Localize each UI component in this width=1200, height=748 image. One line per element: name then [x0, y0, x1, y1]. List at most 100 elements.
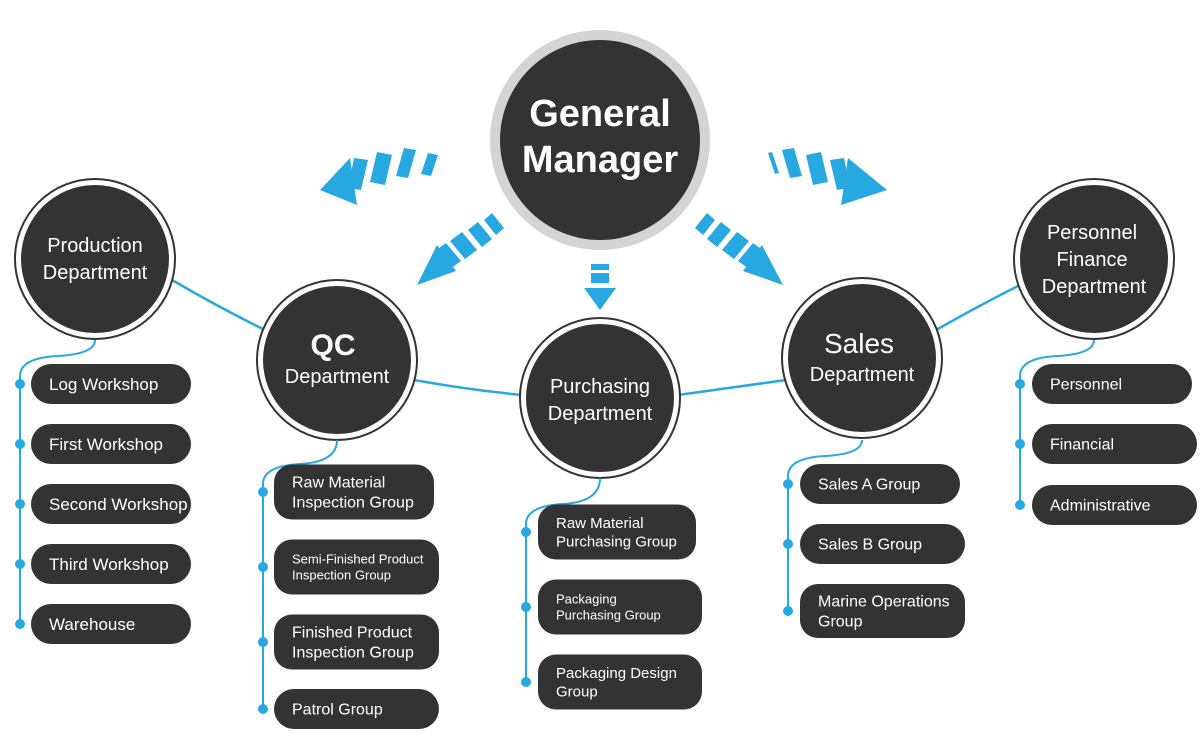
list-bullet: [783, 479, 793, 489]
group-pill: [274, 689, 439, 729]
group-label: Purchasing Group: [556, 608, 661, 623]
group-pill: [274, 614, 439, 670]
group-label: Warehouse: [49, 615, 135, 634]
personnel-group-item[interactable]: Personnel: [1015, 364, 1192, 404]
list-bullet: [15, 559, 25, 569]
list-bullet: [783, 606, 793, 616]
group-label: Log Workshop: [49, 375, 158, 394]
list-bullet: [521, 602, 531, 612]
group-label: Semi-Finished Product: [292, 551, 424, 566]
department-connectors: [171, 278, 1021, 397]
group-label: Group: [556, 684, 598, 701]
group-label: Inspection Group: [292, 568, 391, 583]
group-label: Packaging Design: [556, 665, 677, 682]
group-label: Purchasing Group: [556, 534, 677, 551]
group-pill: [274, 539, 439, 595]
list-bullet: [258, 704, 268, 714]
arrow-to-production: [320, 148, 438, 205]
qc-group-item[interactable]: Patrol Group: [258, 689, 439, 729]
purchasing-department-title-line1: Purchasing: [550, 376, 650, 398]
qc-list-connector: [262, 439, 338, 485]
list-bullet: [15, 379, 25, 389]
arrow-to-personnel: [768, 148, 887, 205]
sales-department-title-line1: Sales: [824, 328, 894, 359]
sales-group-item[interactable]: Sales A Group: [783, 464, 960, 504]
sales-department-node[interactable]: Sales Department: [781, 277, 943, 439]
general-manager-title-line1: General: [529, 93, 671, 135]
group-label: Sales A Group: [818, 477, 920, 494]
production-group-item[interactable]: First Workshop: [15, 424, 191, 464]
list-bullet: [258, 562, 268, 572]
purchasing-department-node[interactable]: Purchasing Department: [519, 317, 681, 479]
personnel-department-title-line1: Personnel: [1047, 222, 1137, 244]
list-bullet: [15, 439, 25, 449]
arrow-to-sales: [695, 213, 783, 285]
personnel-group-item[interactable]: Financial: [1015, 424, 1197, 464]
group-label: Second Workshop: [49, 495, 188, 514]
production-group-item[interactable]: Second Workshop: [15, 484, 191, 524]
list-bullet: [258, 487, 268, 497]
arrow-to-qc: [417, 213, 504, 285]
sales-department-title-line2: Department: [810, 364, 915, 386]
group-label: Inspection Group: [292, 645, 414, 662]
group-pill: [31, 424, 191, 464]
group-label: Raw Material: [556, 515, 644, 532]
group-label: Sales B Group: [818, 537, 922, 554]
group-label: Marine Operations: [818, 594, 950, 611]
list-bullet: [1015, 439, 1025, 449]
production-group-item[interactable]: Log Workshop: [15, 364, 191, 404]
general-manager-title-line2: Manager: [522, 139, 678, 181]
general-manager-node[interactable]: General Manager: [490, 30, 710, 250]
sales-list-connector: [787, 439, 863, 477]
list-bullet: [15, 499, 25, 509]
arrow-to-purchasing: [584, 264, 616, 310]
production-group-item[interactable]: Warehouse: [15, 604, 191, 644]
production-list-connector: [19, 339, 96, 377]
list-bullet: [521, 527, 531, 537]
personnel-group-item[interactable]: Administrative: [1015, 485, 1197, 525]
list-bullet: [1015, 500, 1025, 510]
group-pill: [800, 584, 965, 638]
connector-qc-purchasing: [413, 378, 523, 397]
purchasing-department-title-line2: Department: [548, 403, 653, 425]
personnel-department-title-line2: Finance: [1056, 249, 1127, 271]
group-label: Inspection Group: [292, 495, 414, 512]
group-label: Group: [818, 614, 863, 631]
connector-production-qc: [171, 278, 266, 332]
group-pill: [1032, 364, 1192, 404]
group-label: Administrative: [1050, 498, 1151, 515]
group-pill: [800, 464, 960, 504]
sales-group-item[interactable]: Sales B Group: [783, 524, 965, 564]
group-pill: [538, 579, 702, 635]
group-label: Packaging: [556, 591, 617, 606]
list-bullet: [521, 677, 531, 687]
production-department-node[interactable]: Production Department: [14, 178, 176, 340]
group-label: Third Workshop: [49, 555, 169, 574]
group-label: Finished Product: [292, 625, 413, 642]
group-label: Raw Material: [292, 475, 385, 492]
purchasing-list-connector: [525, 477, 601, 525]
production-group-item[interactable]: Third Workshop: [15, 544, 191, 584]
list-bullet: [258, 637, 268, 647]
personnel-finance-department-node[interactable]: Personnel Finance Department: [1013, 178, 1175, 340]
list-bullet: [1015, 379, 1025, 389]
group-label: Patrol Group: [292, 702, 383, 719]
personnel-department-title-line3: Department: [1042, 276, 1147, 298]
qc-department-node[interactable]: QC Department: [256, 279, 418, 441]
group-pill: [274, 464, 434, 520]
personnel-list-connector: [1019, 339, 1095, 377]
group-pill: [31, 544, 191, 584]
qc-department-title-line2: Department: [285, 366, 390, 388]
